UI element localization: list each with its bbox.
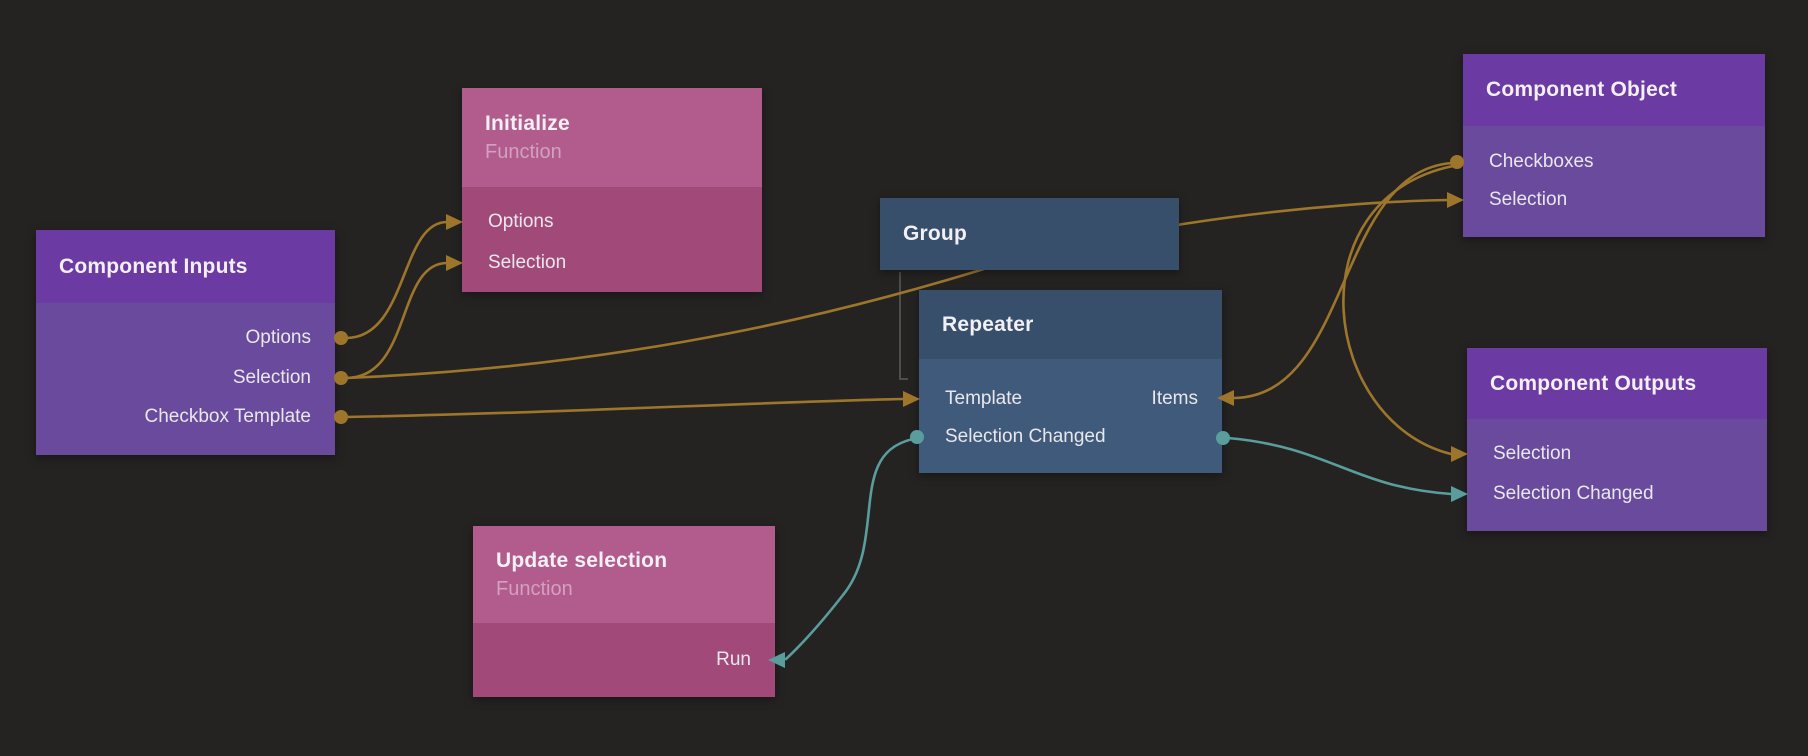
- port-component-object-selection[interactable]: Selection: [1489, 189, 1568, 210]
- node-repeater-header: Repeater: [919, 290, 1222, 359]
- port-component-inputs-selection[interactable]: Selection: [232, 367, 311, 388]
- wire-repeater-selection-changed__update-selection-run[interactable]: [784, 437, 915, 661]
- wire-repeater-selection-changed__component-outputs-selection-changed[interactable]: [1226, 436, 1453, 496]
- node-update-selection-subtitle: Function: [496, 577, 573, 600]
- node-group[interactable]: Group: [880, 198, 1179, 270]
- node-component-inputs-header: Component Inputs: [36, 230, 335, 303]
- node-repeater-title: Repeater: [942, 312, 1034, 336]
- port-initialize-options[interactable]: Options: [488, 211, 554, 232]
- node-component-outputs-title: Component Outputs: [1490, 371, 1697, 395]
- port-component-outputs-selection-changed[interactable]: Selection Changed: [1493, 483, 1654, 504]
- node-update-selection-title: Update selection: [496, 548, 668, 572]
- port-repeater-items[interactable]: Items: [1151, 388, 1198, 409]
- port-component-object-checkboxes[interactable]: Checkboxes: [1489, 151, 1594, 172]
- wire-component-inputs-options__initialize-options[interactable]: [344, 220, 449, 340]
- node-initialize-subtitle: Function: [485, 140, 562, 163]
- port-component-inputs-options[interactable]: Options: [245, 327, 311, 348]
- port-initialize-selection[interactable]: Selection: [488, 252, 567, 273]
- port-component-inputs-checkbox-template[interactable]: Checkbox Template: [144, 406, 311, 427]
- node-component-object-title: Component Object: [1486, 78, 1678, 101]
- port-repeater-selection-changed[interactable]: Selection Changed: [945, 426, 1106, 447]
- wire-component-inputs-selection__initialize-selection[interactable]: [344, 261, 449, 380]
- node-group-header: Group: [880, 198, 1179, 270]
- node-initialize-title: Initialize: [485, 111, 570, 135]
- node-component-object-header: Component Object: [1463, 54, 1765, 126]
- node-component-outputs-header: Component Outputs: [1467, 348, 1767, 419]
- node-group-title: Group: [903, 222, 967, 245]
- port-component-outputs-selection[interactable]: Selection: [1493, 443, 1572, 464]
- port-update-selection-run[interactable]: Run: [716, 649, 751, 670]
- wire-component-object-checkboxes__component-outputs-selection[interactable]: [1342, 164, 1455, 456]
- node-component-inputs-title: Component Inputs: [59, 254, 248, 278]
- wire-component-inputs-checkbox-template__repeater-template[interactable]: [344, 397, 906, 419]
- port-repeater-template[interactable]: Template: [945, 388, 1023, 409]
